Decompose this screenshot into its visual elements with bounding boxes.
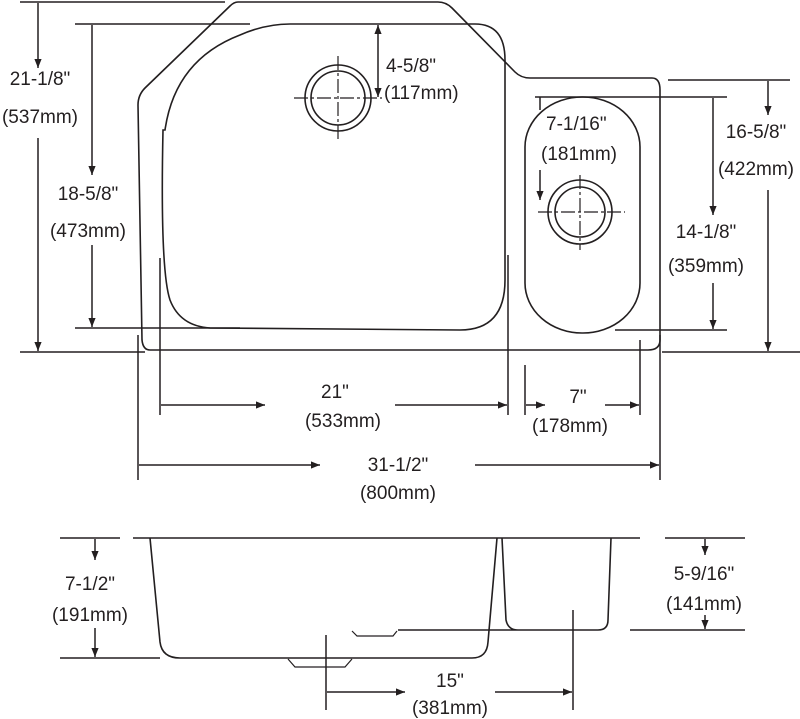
small-bowl-depth-metric: (359mm) — [668, 256, 744, 277]
overall-depth-imperial: 21-1/8" — [10, 69, 71, 90]
drain-spacing-imperial: 15" — [436, 671, 464, 692]
large-bowl-width-metric: (533mm) — [305, 411, 381, 432]
drain-offset-large-metric: (117mm) — [384, 83, 459, 104]
side-small-bowl — [398, 537, 612, 631]
large-bowl-height-imperial: 7-1/2" — [65, 574, 115, 595]
small-bowl-drain — [538, 175, 625, 250]
small-bowl-height-metric: (141mm) — [666, 594, 742, 615]
large-bowl-depth-imperial: 18-5/8" — [58, 184, 119, 205]
side-view: 7-1/2" (191mm) 5-9/16" (141mm) 15" (381m… — [52, 537, 745, 719]
side-large-drain — [287, 658, 353, 668]
drain-offset-large-imperial: 4-5/8" — [386, 56, 436, 77]
small-bowl-width-imperial: 7" — [569, 387, 586, 408]
large-bowl-drain — [294, 56, 382, 142]
top-view: 21-1/8" (537mm) 18-5/8" (473mm) 4-5/8" (… — [2, 1, 800, 504]
side-small-drain — [351, 630, 398, 637]
small-bowl-height-imperial: 5-9/16" — [674, 564, 735, 585]
large-bowl-outline — [161, 23, 506, 331]
large-bowl-depth-metric: (473mm) — [50, 221, 126, 242]
overall-depth-metric: (537mm) — [2, 107, 78, 128]
large-bowl-width-imperial: 21" — [321, 382, 349, 403]
right-depth-imperial: 16-5/8" — [726, 122, 787, 143]
overall-width-imperial: 31-1/2" — [368, 455, 429, 476]
small-bowl-width-metric: (178mm) — [532, 416, 608, 437]
large-bowl-height-metric: (191mm) — [52, 605, 128, 626]
drain-offset-small-metric: (181mm) — [541, 144, 617, 165]
right-depth-metric: (422mm) — [718, 159, 794, 180]
sink-outer-rim — [137, 1, 661, 351]
drain-offset-small-imperial: 7-1/16" — [546, 114, 607, 135]
side-large-bowl — [149, 537, 498, 659]
drain-spacing-metric: (381mm) — [412, 698, 488, 719]
overall-width-metric: (800mm) — [360, 483, 436, 504]
small-bowl-depth-imperial: 14-1/8" — [676, 222, 737, 243]
